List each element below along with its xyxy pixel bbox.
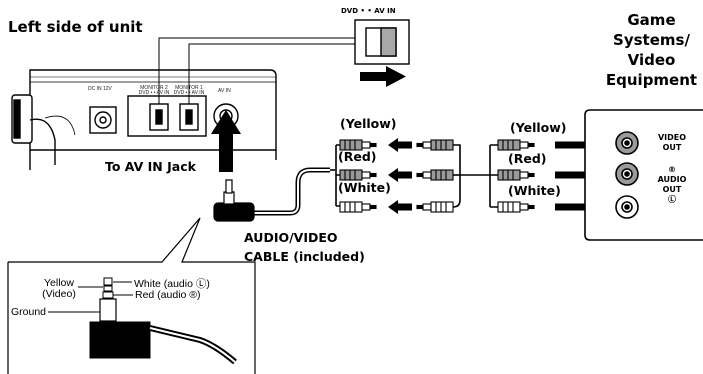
arrow-left-red [388, 168, 412, 182]
heading-line-4: Equipment [605, 71, 698, 89]
monitor2-line1: MONITOR 2 [140, 85, 168, 91]
inset-yellow-line2: (Video) [42, 288, 76, 300]
device-plug-white [497, 201, 535, 213]
inset-red-label: Red (audio ®) [135, 289, 201, 301]
left-arrows [388, 138, 412, 214]
cable-plug-red [339, 169, 377, 181]
monitor1-label: MONITOR 1 DVD • • AV IN [168, 86, 210, 96]
av-out-panel [584, 109, 703, 241]
arrow-left-yellow [388, 138, 412, 152]
audio-out-line1: AUDIO [657, 175, 687, 184]
cable-plug-yellow [339, 139, 377, 151]
audio-out-label: ® AUDIO OUT Ⓛ [650, 165, 694, 205]
inset-yellow-line1: Yellow [44, 277, 74, 289]
monitor1-line1: MONITOR 1 [175, 85, 203, 91]
video-out-line1: VIDEO [657, 133, 687, 142]
inset-plug [48, 277, 237, 365]
arrow-left-white [388, 200, 412, 214]
audio-out-line2: OUT [662, 185, 682, 194]
adapter-plug-red [416, 169, 454, 181]
adapter-plug-white [416, 201, 454, 213]
cable-label-line1: AUDIO/VIDEO [244, 230, 338, 245]
junction-wires [452, 144, 498, 208]
r-mark: ® [668, 165, 676, 174]
cable-label: AUDIO/VIDEO CABLE (included) [244, 228, 365, 266]
mini-plug [213, 179, 255, 222]
monitor2-line2: DVD • • AV IN [138, 90, 170, 96]
inset-white-label: White (audio Ⓛ) [134, 278, 210, 290]
heading-line-2: Systems/ [613, 31, 690, 49]
cable [253, 167, 330, 216]
video-out-label: VIDEO OUT [650, 133, 694, 153]
switch-detail [354, 19, 410, 65]
heading-line-3: Video [627, 51, 676, 69]
right-white-label: (White) [508, 183, 561, 198]
device-plug-yellow [497, 139, 535, 151]
right-red-label: (Red) [508, 151, 547, 166]
game-systems-heading: Game Systems/ Video Equipment [600, 10, 703, 90]
l-mark: Ⓛ [668, 195, 676, 204]
inset-ground-label: Ground [11, 306, 47, 318]
device-plug-red [497, 169, 535, 181]
switch-slide-arrow [360, 66, 406, 87]
right-yellow-label: (Yellow) [510, 120, 567, 135]
to-av-in-label: To AV IN Jack [105, 159, 196, 174]
monitor1-line2: DVD • • AV IN [173, 90, 205, 96]
monitor2-label: MONITOR 2 DVD • • AV IN [133, 86, 175, 96]
left-red-label: (Red) [338, 149, 377, 164]
video-out-line2: OUT [662, 143, 682, 152]
switch-label: DVD • • AV IN [341, 7, 396, 15]
adapter-plug-yellow [416, 139, 454, 151]
heading-line-1: Game [627, 11, 676, 29]
left-yellow-label: (Yellow) [340, 116, 397, 131]
dc-in-label: DC IN 12V [88, 86, 112, 92]
up-arrow [211, 110, 241, 172]
left-white-label: (White) [338, 180, 391, 195]
cable-plug-white [339, 201, 377, 213]
adapter-plugs [416, 139, 454, 213]
left-side-heading: Left side of unit [8, 18, 143, 36]
cable-plugs [339, 139, 377, 213]
inset-yellow-label: Yellow (Video) [38, 278, 80, 300]
cable-label-line2: CABLE (included) [244, 249, 365, 264]
av-in-label: AV IN [218, 88, 231, 94]
cable-split-lines [330, 144, 340, 207]
switch-callout-lines [158, 37, 362, 104]
inset-box [7, 217, 256, 374]
